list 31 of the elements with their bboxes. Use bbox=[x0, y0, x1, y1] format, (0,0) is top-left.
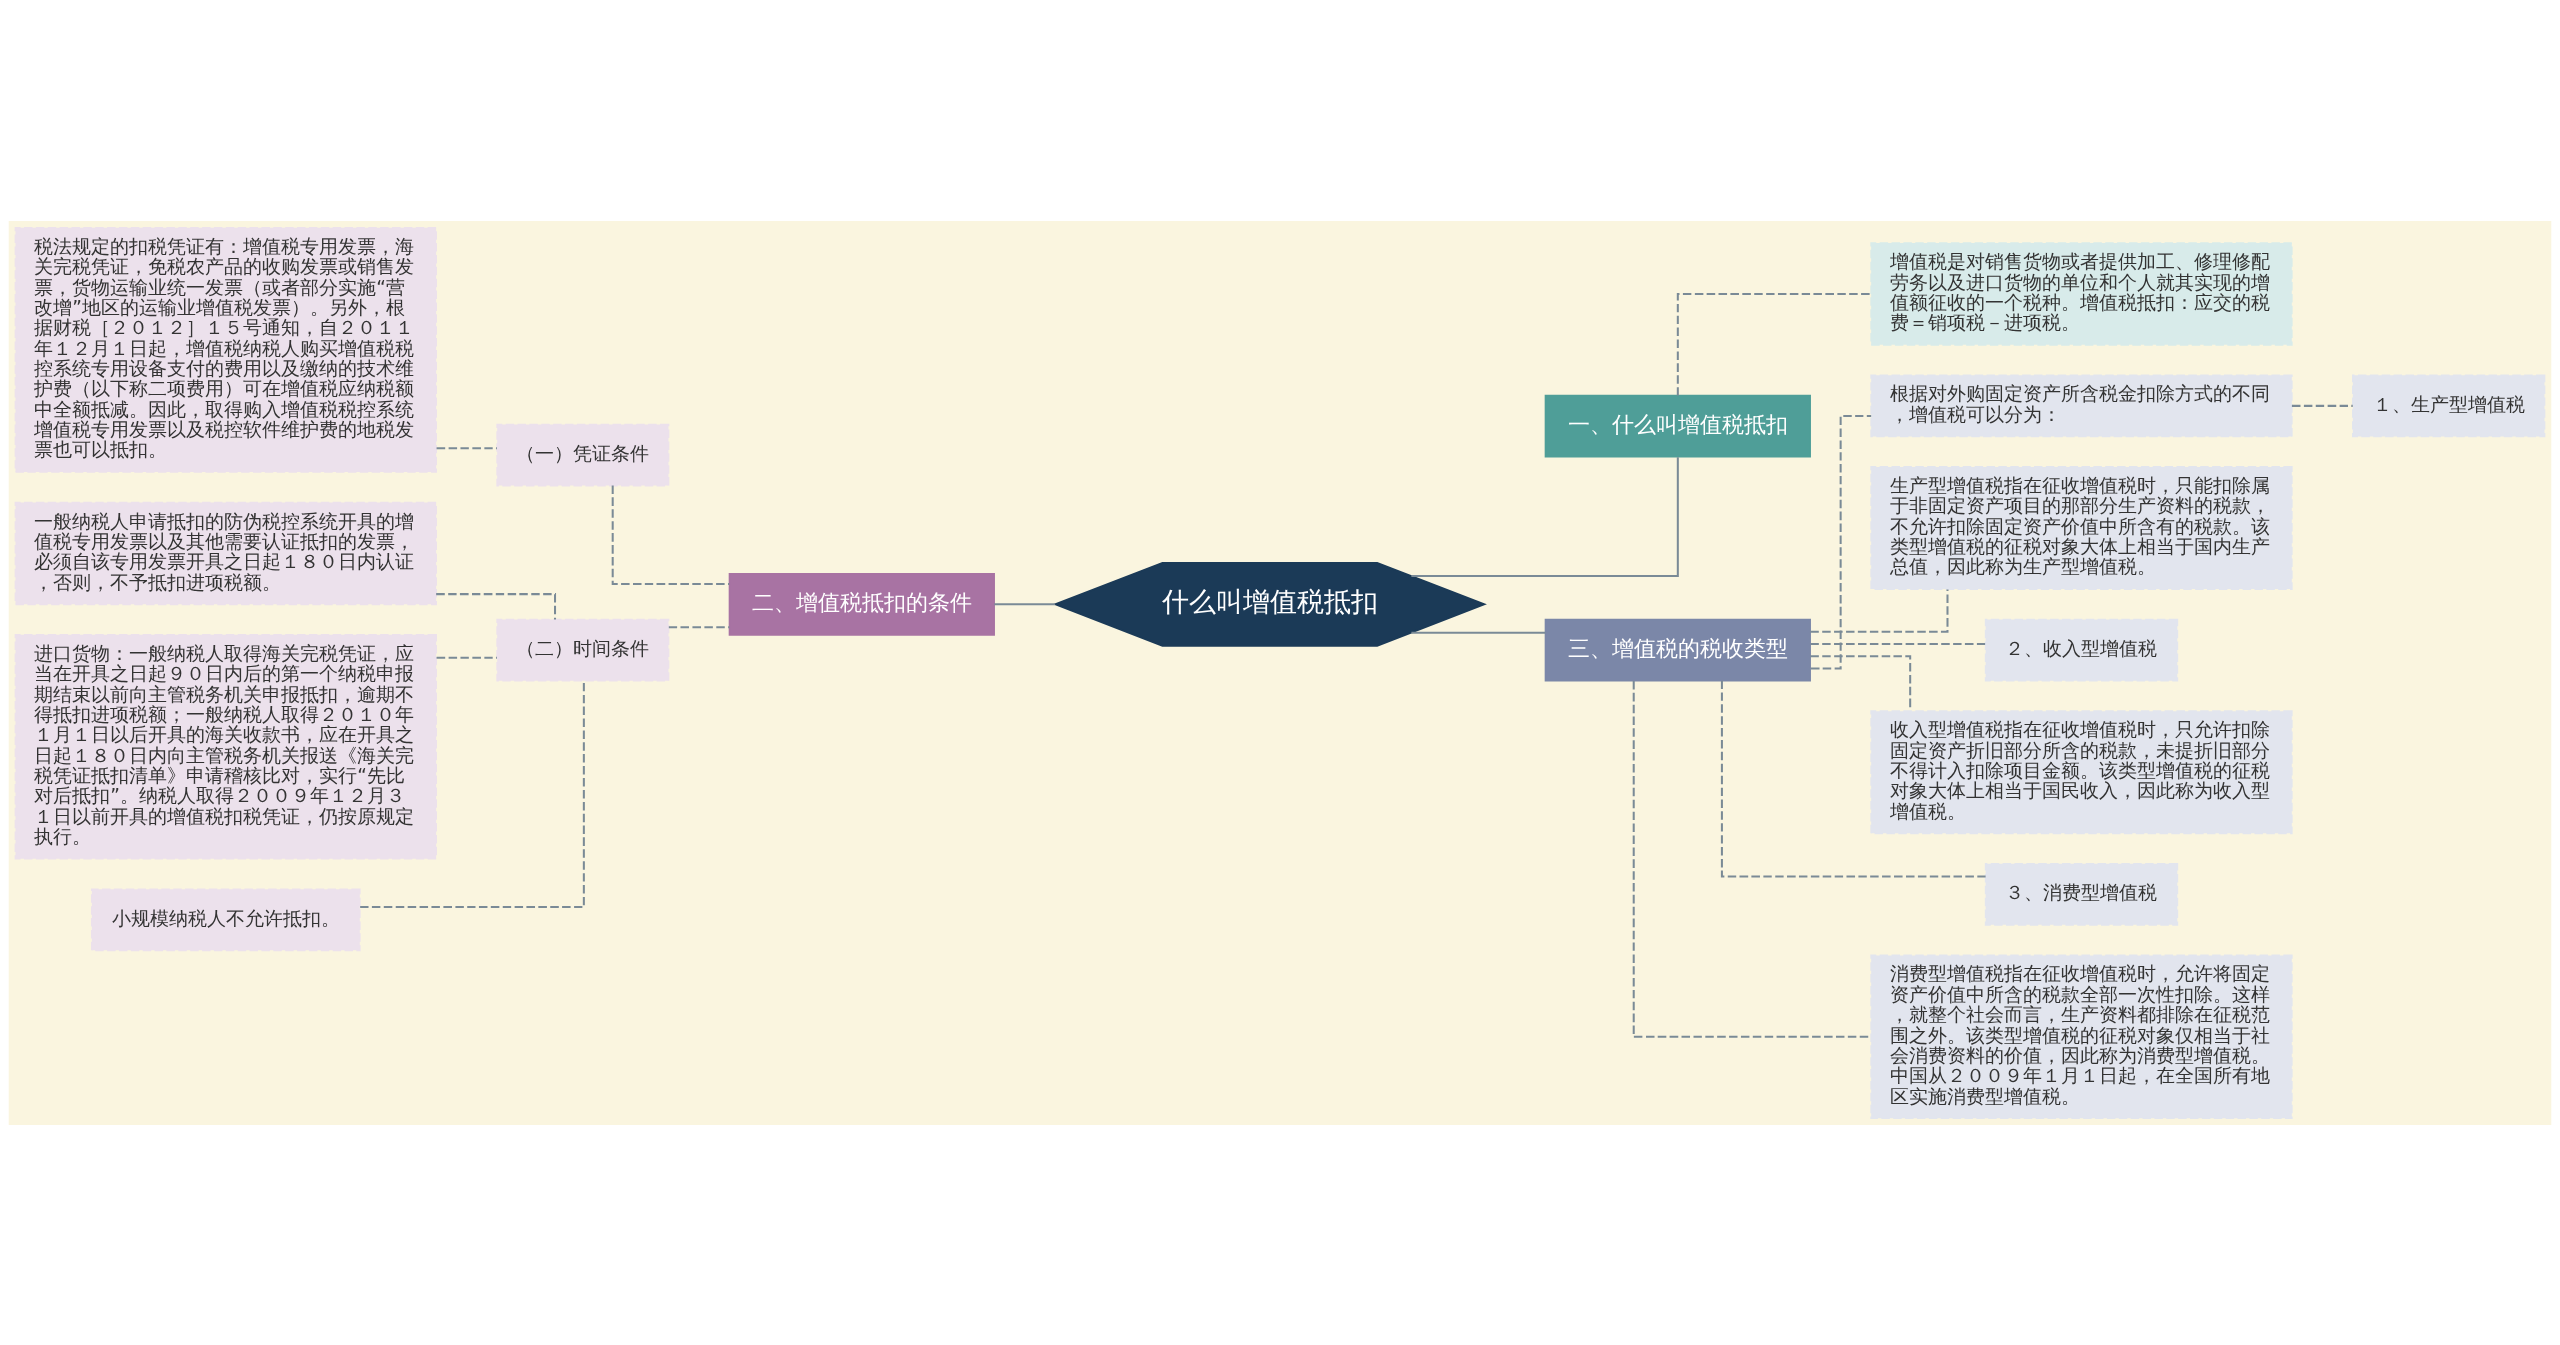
connector bbox=[1810, 642, 1986, 645]
node-box: 三、增值税的税收类型 bbox=[1544, 618, 1811, 681]
connector bbox=[668, 625, 730, 628]
node-box: 生产型增值税指在征收增值税时，只能扣除属于非固定资产项目的那部分生产资料的税款，不允许扣除固定资产价值中所含有的税款。该类型增值税的征税对象大体上相当于国内生产总值，因此称为生产型增值税。 bbox=[1870, 465, 2293, 590]
connector bbox=[1632, 680, 1871, 1038]
connector bbox=[436, 446, 497, 449]
connector bbox=[1411, 631, 1546, 634]
connector bbox=[994, 602, 1056, 605]
node-box: 小规模纳税人不允许抵扣。 bbox=[90, 887, 361, 951]
node-box: 消费型增值税指在征收增值税时，允许将固定资产价值中所含的税款全部一次性扣除。这样，就整个社会而言，生产资料都排除在征税范围之外。该类型增值税的征税对象仅相当于社会消费资料的价值，因此称为消费型增值税。中国从２００９年１月１日起，在全国所有地区实施消费型增值税。 bbox=[1870, 954, 2293, 1119]
node-box: 税法规定的扣税凭证有：增值税专用发票，海关完税凭证，免税农产品的收购发票或销售发票，货物运输业统一发票（或者部分实施“营改增”地区的运输业增值税发票）。另外，根据财税［２０１２］１５号通知，自２０１１年１２月１日起，增值税纳税人购买增值税税控系统专用设备支付的费用以及缴纳的技术维护费（以下称二项费用）可在增值税应纳税额中全额抵减。因此，取得购入增值税税控系统增值税专用发票以及税控软件维护费的地税发票也可以抵扣。 bbox=[14, 226, 437, 473]
connector bbox=[611, 485, 730, 585]
connector bbox=[1720, 680, 1986, 878]
connector bbox=[1676, 292, 1871, 396]
node-box: １、生产型增值税 bbox=[2352, 374, 2546, 437]
node-box: 增值税是对销售货物或者提供加工、修理修配劳务以及进口货物的单位和个人就其实现的增值额征收的一个税种。增值税抵扣：应交的税费＝销项税－进项税。 bbox=[1870, 241, 2293, 346]
node-box: 收入型增值税指在征收增值税时，只允许扣除固定资产折旧部分所含的税款，未提折旧部分不得计入扣除项目金额。该类型增值税的征税对象大体上相当于国民收入，因此称为收入型增值税。 bbox=[1870, 709, 2293, 834]
connector bbox=[2291, 404, 2353, 407]
connector bbox=[1411, 456, 1679, 577]
node-box: （一）凭证条件 bbox=[496, 423, 670, 486]
node-box: 进口货物：一般纳税人取得海关完税凭证，应当在开具之日起９０日内后的第一个纳税申报期结束以前向主管税务机关申报抵扣，逾期不得抵扣进项税额；一般纳税人取得２０１０年１月１日以后开具的海关收款书，应在开具之日起１８０日内向主管税务机关报送《海关完税凭证抵扣清单》申请稽核比对，实行“先比对后抵扣”。纳税人取得２００９年１２月３１日以前开具的增值税扣税凭证，仍按原规定执行。 bbox=[14, 633, 437, 860]
node-box: ３、消费型增值税 bbox=[1984, 862, 2179, 926]
connector bbox=[360, 680, 585, 908]
node-box: 根据对外购固定资产所含税金扣除方式的不同，增值税可以分为： bbox=[1870, 374, 2293, 437]
connector bbox=[1810, 589, 1949, 633]
node-box: （二）时间条件 bbox=[496, 618, 670, 681]
node-box: 一、什么叫增值税抵扣 bbox=[1544, 394, 1811, 458]
node-box: 二、增值税抵扣的条件 bbox=[728, 572, 995, 636]
node-box: 一般纳税人申请抵扣的防伪税控系统开具的增值税专用发票以及其他需要认证抵扣的发票，必须自该专用发票开具之日起１８０日内认证，否则，不予抵扣进项税额。 bbox=[14, 501, 437, 605]
node-box: ２、收入型增值税 bbox=[1984, 618, 2179, 681]
connector bbox=[436, 656, 497, 659]
